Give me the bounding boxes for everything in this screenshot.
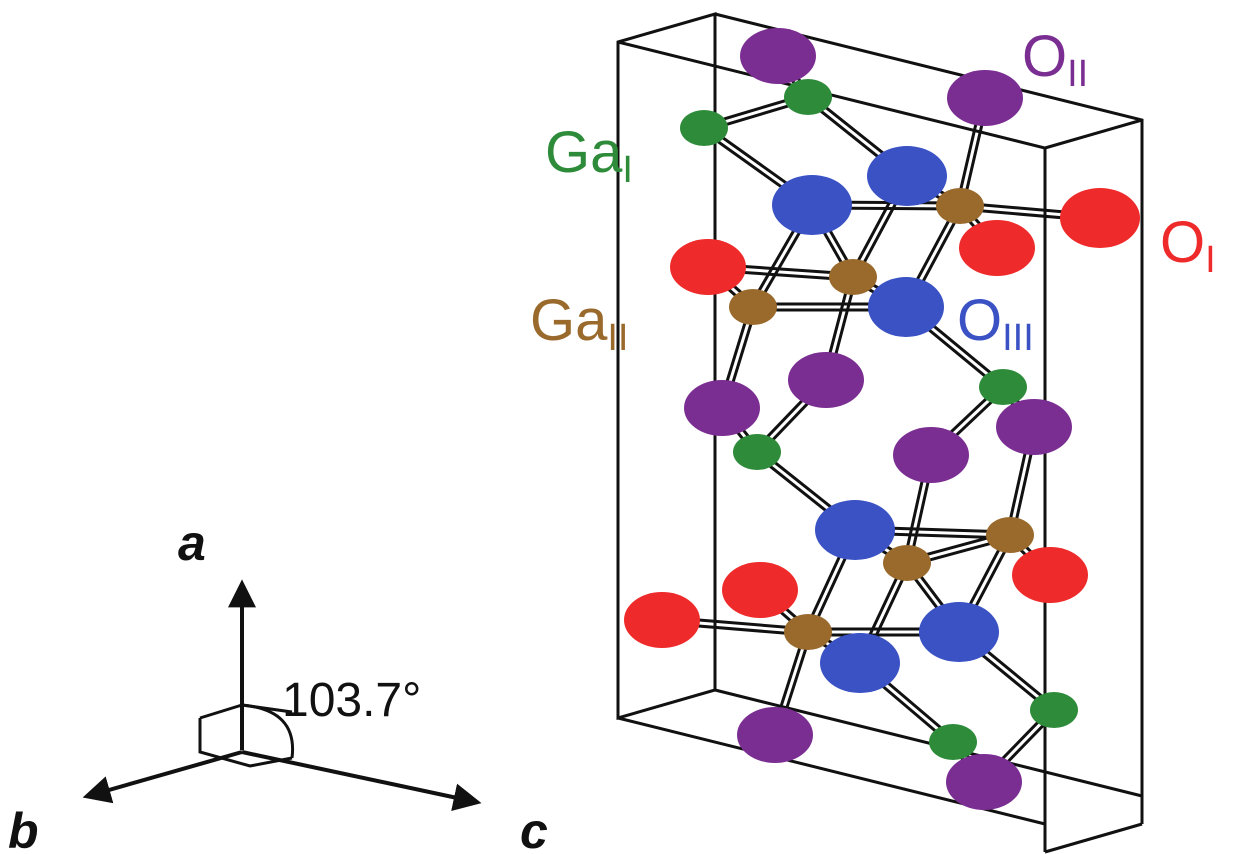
atom-o-one — [624, 592, 700, 648]
label-o-two: OII — [1022, 24, 1088, 95]
label-ga-one: GaI — [545, 120, 633, 191]
atoms — [624, 28, 1140, 810]
atom-ga-two — [936, 188, 984, 224]
atom-ga-one — [733, 434, 781, 470]
atom-o-three — [815, 500, 895, 560]
atom-o-one — [670, 239, 746, 295]
axis-indicator: a b c 103.7° — [8, 515, 548, 854]
atom-o-two — [947, 70, 1023, 126]
atom-ga-one — [979, 369, 1027, 405]
atom-o-two — [893, 427, 969, 483]
label-o-one: OI — [1160, 210, 1216, 281]
atom-o-three — [820, 633, 900, 693]
atom-o-two — [946, 754, 1022, 810]
atom-o-one — [1012, 547, 1088, 603]
atom-o-three — [919, 602, 999, 662]
atom-ga-two — [784, 614, 832, 650]
atom-o-one — [959, 220, 1035, 276]
axis-label-c: c — [520, 803, 548, 854]
atom-o-one — [722, 562, 798, 618]
label-ga-two: GaII — [530, 288, 629, 359]
atom-o-three — [772, 175, 852, 235]
atom-o-two — [996, 399, 1072, 455]
atom-ga-one — [929, 724, 977, 760]
atom-ga-two — [883, 545, 931, 581]
axis-label-a: a — [178, 515, 206, 571]
atom-o-two — [684, 380, 760, 436]
atom-o-two — [788, 352, 864, 408]
atom-o-two — [737, 707, 813, 763]
atom-o-one — [1060, 188, 1140, 248]
atom-o-three — [868, 277, 944, 337]
atom-o-two — [740, 28, 816, 84]
atom-o-three — [867, 146, 947, 206]
label-o-three: OIII — [957, 288, 1034, 359]
atom-ga-two — [729, 289, 777, 325]
axis-label-b: b — [8, 803, 39, 854]
atom-ga-one — [784, 79, 832, 115]
atom-ga-one — [1030, 692, 1078, 728]
atom-ga-two — [829, 259, 877, 295]
atom-ga-one — [680, 110, 728, 146]
angle-label: 103.7° — [282, 674, 421, 727]
atom-ga-two — [986, 517, 1034, 553]
